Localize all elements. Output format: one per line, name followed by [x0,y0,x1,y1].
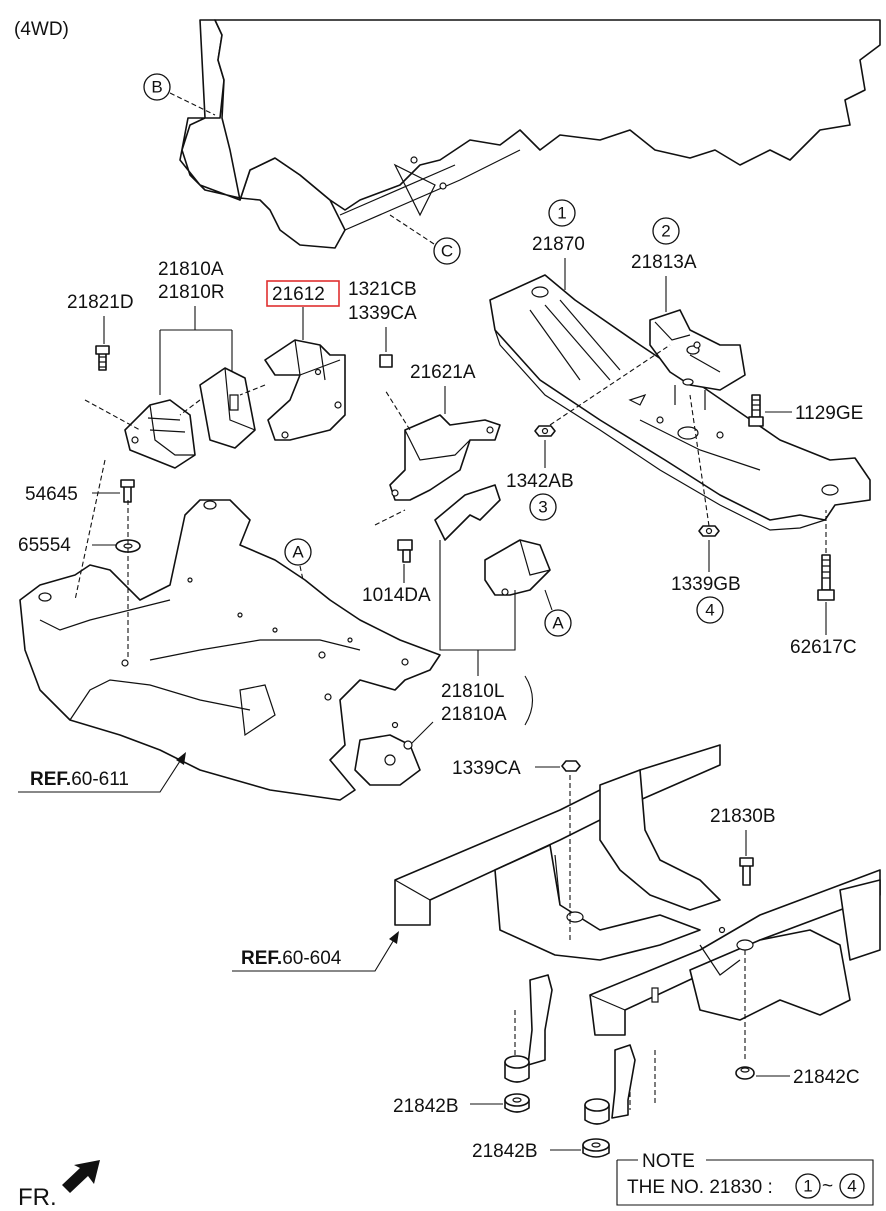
svg-text:3: 3 [538,498,547,517]
bracket-21612 [264,339,346,441]
callout-b: B [143,73,216,116]
chassis-frame [394,744,881,1036]
mount-21810l [434,484,551,596]
note-box: NOTE THE NO. 21830 : 1 ~ 4 [616,1151,874,1206]
label-1342ab: 1342AB 3 [506,344,671,521]
svg-text:21810A: 21810A [158,259,224,280]
label-21612[interactable]: 21612 [266,280,340,340]
cushion-21842c [735,1066,755,1080]
svg-text:A: A [292,543,304,562]
svg-text:21621A: 21621A [410,362,476,383]
bracket-21830-right [611,1044,636,1119]
svg-text:21813A: 21813A [631,252,697,273]
callout-a-2: A [544,589,572,637]
insulator-21810r [124,399,196,469]
svg-text:THE NO. 21830 :: THE NO. 21830 : [627,1177,773,1198]
svg-text:1014DA: 1014DA [362,585,431,606]
svg-text:NOTE: NOTE [642,1151,695,1172]
bracket-21621a [389,414,501,501]
front-arrow-icon [62,1160,100,1193]
crossmember-21870 [489,274,871,531]
svg-text:1: 1 [803,1177,812,1196]
label-21810l-21810a: 21810L 21810A [409,540,534,746]
svg-text:21830B: 21830B [710,806,776,827]
label-21821d: 21821D [67,292,134,344]
bolt-1321cb [379,354,393,368]
insulator-pad [199,367,256,449]
label-21870: 1 21870 [532,199,585,290]
nut-1342ab [534,425,556,437]
svg-text:1339CA: 1339CA [348,303,417,324]
bracket-21813a [649,309,746,410]
svg-text:54645: 54645 [25,484,78,505]
bolt-62617c [817,554,835,601]
svg-text:~: ~ [822,1176,833,1197]
front-subframe [19,499,441,801]
svg-text:REF.60-604: REF.60-604 [241,948,342,969]
bolt-1014da [397,539,413,563]
svg-text:21842C: 21842C [793,1067,860,1088]
cushion-upper-left [504,1055,530,1083]
svg-text:1339CA: 1339CA [452,758,521,779]
label-1339ca-bottom: 1339CA [452,758,560,779]
svg-text:62617C: 62617C [790,637,857,658]
cushion-21842b-a [504,1093,530,1113]
cushion-21842b-b [582,1138,610,1158]
bolt-1339ca-bottom [561,760,581,772]
callout-c: C [389,214,461,265]
bolt-1129ge [748,394,764,427]
label-21830b: 21830B [710,806,776,856]
label-21813a: 2 21813A [631,217,697,312]
svg-text:1339GB: 1339GB [671,574,741,595]
svg-text:1: 1 [557,204,566,223]
label-54645: 54645 [25,484,120,505]
label-21810a-21810r: 21810A 21810R [158,259,233,395]
svg-text:1129GE: 1129GE [795,403,863,424]
label-1321cb-1339ca: 1321CB 1339CA [348,279,417,352]
svg-text:FR.: FR. [18,1184,57,1211]
svg-text:4: 4 [847,1177,856,1196]
nut-1339gb [698,525,720,537]
ref-60-611[interactable]: REF.60-611 [18,752,186,793]
svg-text:65554: 65554 [18,535,71,556]
variant-label: (4WD) [14,19,69,40]
svg-text:21842B: 21842B [393,1096,459,1117]
svg-text:4: 4 [705,601,714,620]
label-21842b-a: 21842B [393,1096,503,1117]
label-65554: 65554 [18,535,116,556]
svg-text:21810L: 21810L [441,681,504,702]
svg-text:21821D: 21821D [67,292,134,313]
svg-text:21842B: 21842B [472,1141,538,1162]
bolt-54645 [120,479,135,503]
svg-text:2: 2 [661,222,670,241]
bolt-21830b [739,857,754,886]
svg-text:1321CB: 1321CB [348,279,417,300]
front-direction: FR. [18,1160,100,1211]
label-21842c: 21842C [756,1067,860,1088]
bolt-21821d [95,345,110,371]
engine-block-outline [179,19,881,249]
highlight-box [266,280,340,307]
svg-text:REF.60-611: REF.60-611 [30,769,129,790]
svg-text:21612: 21612 [272,284,325,305]
ref-60-604[interactable]: REF.60-604 [232,931,399,972]
svg-text:21810R: 21810R [158,282,225,303]
label-1129ge: 1129GE [765,403,863,424]
label-1014da: 1014DA [362,564,431,606]
cushion-upper-right [584,1098,610,1125]
svg-text:B: B [151,78,162,97]
svg-text:A: A [552,614,564,633]
label-62617c: 62617C [790,510,857,658]
label-1339gb: 1339GB 4 [671,394,741,624]
svg-text:1342AB: 1342AB [506,471,574,492]
label-21842b-b: 21842B [472,1141,581,1162]
label-21621a: 21621A [410,362,476,414]
svg-text:C: C [441,242,453,261]
svg-text:21870: 21870 [532,234,585,255]
svg-text:21810A: 21810A [441,704,507,725]
bracket-21830-left [527,974,553,1066]
